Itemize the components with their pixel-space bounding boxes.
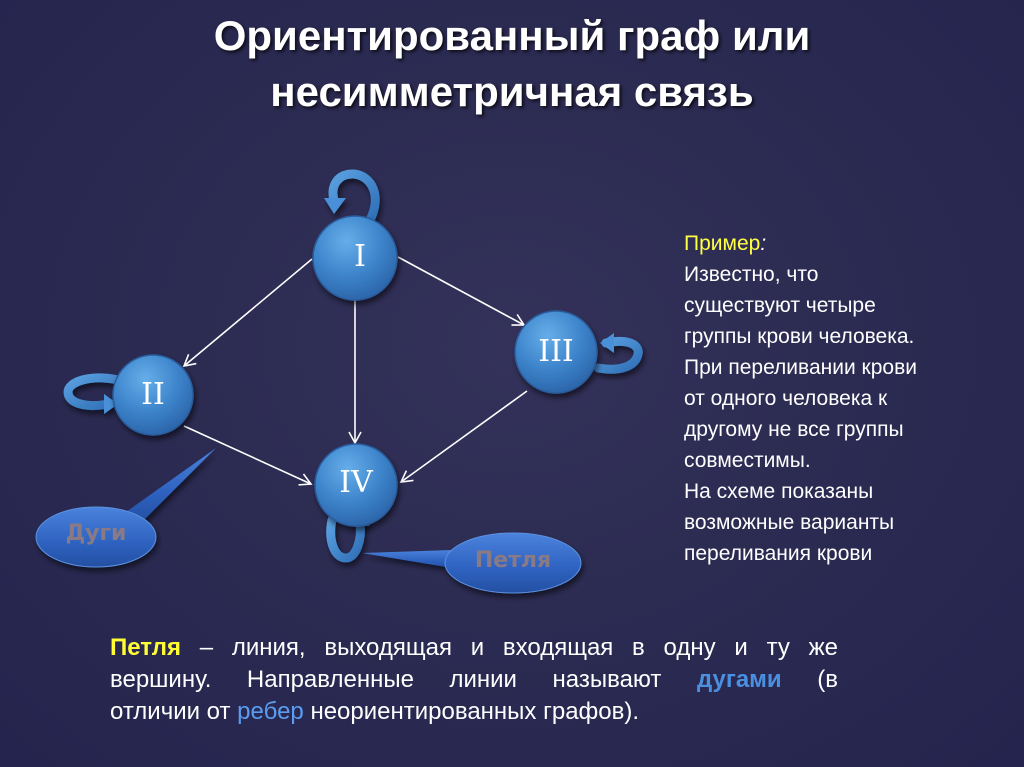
graph-nodes — [112, 215, 598, 527]
example-line: существуют четыре — [684, 294, 876, 317]
graph-arcs — [182, 256, 528, 486]
node-IV-label: IV — [339, 465, 373, 500]
callout-loop — [362, 532, 582, 594]
loop-term: Петля — [110, 634, 181, 661]
example-line: совместимы. — [684, 449, 811, 472]
loop-node-III — [593, 333, 643, 374]
slide-title: Ориентированный граф или несимметричная … — [0, 8, 1024, 120]
example-text-block: Пример: Известно, что существуют четыре … — [684, 228, 1004, 569]
example-line: На схеме показаны — [684, 480, 874, 503]
arc-III-to-IV — [399, 390, 528, 483]
example-line: от одного человека к — [684, 387, 888, 410]
definition-line-2-end: (в — [781, 666, 838, 693]
slide-title-line-1: Ориентированный граф или — [213, 12, 811, 59]
arcs-term: дугами — [696, 666, 782, 693]
node-I — [312, 215, 398, 301]
definition-line-1-text: – линия, выходящая и входящая в одну и т… — [180, 634, 838, 661]
example-line: При переливании крови — [684, 356, 917, 379]
callout-arcs-label: Дуги — [65, 521, 127, 546]
example-line: Известно, что — [684, 263, 819, 286]
example-line: возможные варианты — [684, 511, 895, 534]
loop-node-II — [63, 373, 123, 414]
edges-term: ребер — [237, 698, 304, 725]
arc-I-to-III — [397, 256, 526, 326]
slide-title-line-2: несимметричная связь — [270, 68, 754, 115]
example-heading-colon: : — [760, 232, 767, 255]
callout-loop-label: Петля — [474, 548, 552, 573]
loop-definition-paragraph: Петля – линия, выходящая и входящая в од… — [110, 632, 838, 728]
definition-line-2-text: вершину. Направленные линии называют — [110, 666, 697, 693]
definition-line-3-end: неориентированных графов). — [303, 698, 640, 725]
node-III-label: III — [538, 334, 574, 369]
arc-II-to-IV — [183, 425, 313, 486]
node-IV — [314, 443, 398, 527]
definition-line-2: вершину. Направленные линии называют дуг… — [110, 664, 838, 696]
node-II-label: II — [141, 377, 165, 412]
callout-arcs — [35, 448, 216, 568]
definition-line-1: Петля – линия, выходящая и входящая в од… — [110, 632, 838, 664]
example-heading: Пример: — [684, 228, 1004, 259]
example-line: другому не все группы — [684, 418, 904, 441]
node-III — [514, 310, 598, 394]
definition-line-3: отличии от ребер неориентированных графо… — [110, 696, 838, 728]
example-heading-text: Пример — [684, 232, 761, 255]
example-line: переливания крови — [684, 542, 873, 565]
node-I-label: I — [354, 239, 366, 274]
definition-line-3-text: отличии от — [110, 698, 238, 725]
example-line: группы крови человека. — [684, 325, 915, 348]
arc-I-to-II — [182, 258, 313, 368]
node-II — [112, 354, 194, 436]
loop-node-I — [324, 169, 380, 225]
